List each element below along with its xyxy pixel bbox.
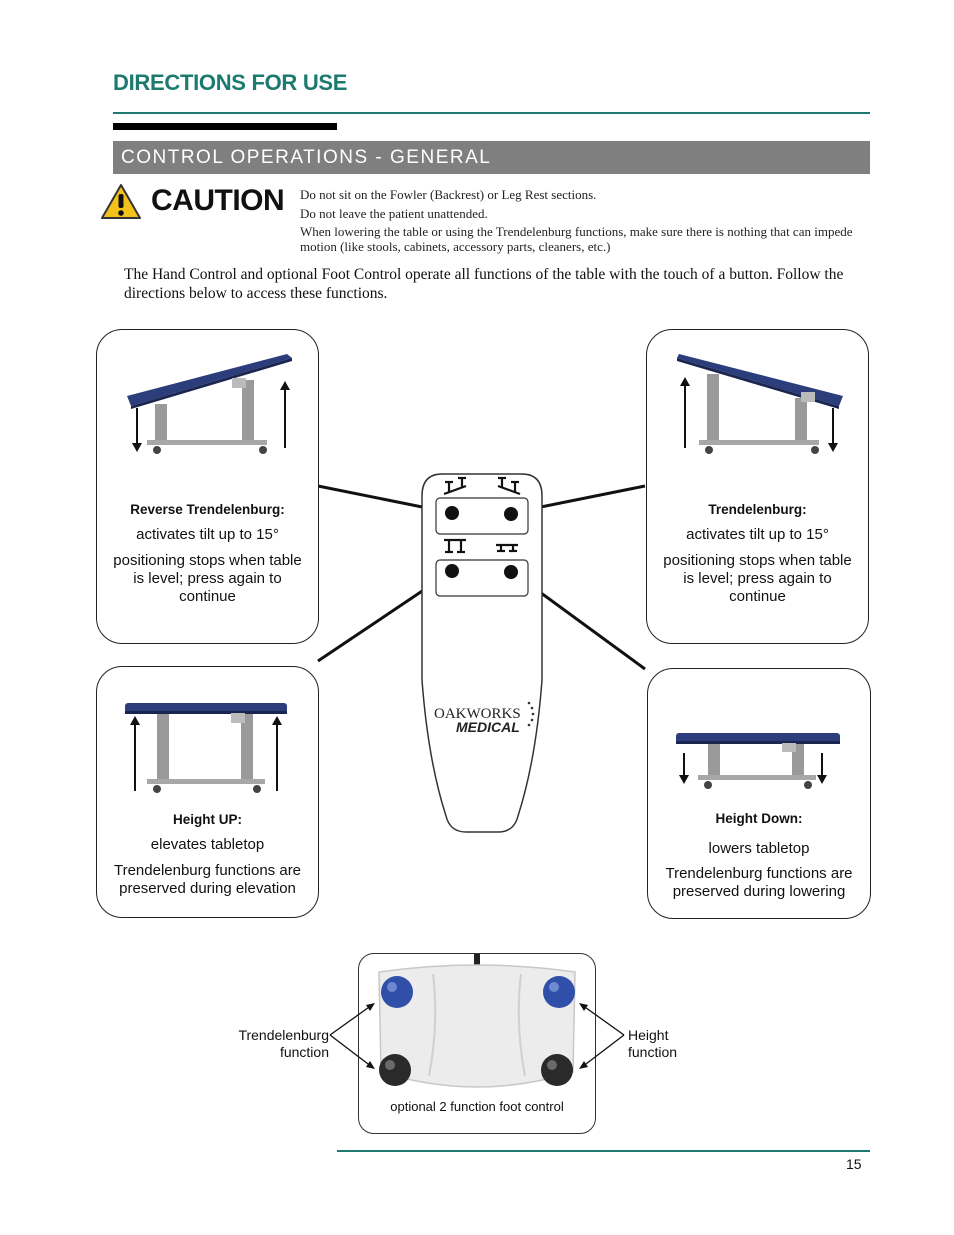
panel-line: lowers tabletop [648,840,870,858]
panel-line: positioning stops when table is level; p… [647,552,868,606]
panel-line: positioning stops when table is level; p… [97,552,318,606]
height-down-button[interactable] [504,565,518,579]
page-number: 15 [846,1156,862,1172]
table-tilt-head-up-image [117,348,307,458]
panel-trendelenburg: Trendelenburg: activates tilt up to 15° … [646,329,869,644]
height-function-label: Height function [628,1027,698,1061]
reverse-trendelenburg-button[interactable] [445,506,459,520]
panel-line: Trendelenburg functions are preserved du… [648,865,870,901]
panel-title: Height Down: [648,811,870,826]
table-tilt-head-down-image [667,348,857,458]
trendelenburg-button[interactable] [504,507,518,521]
panel-line: Trendelenburg functions are preserved du… [97,862,318,898]
height-up-button[interactable] [445,564,459,578]
panel-line: elevates tabletop [97,836,318,854]
panel-height-up: Height UP: elevates tabletop Trendelenbu… [96,666,319,918]
bottom-rule [337,1150,870,1152]
panel-title: Trendelenburg: [647,502,868,517]
panel-line: activates tilt up to 15° [647,526,868,544]
hand-control-remote: OAKWORKS MEDICAL [420,470,544,836]
panel-height-down: Height Down: lowers tabletop Trendelenbu… [647,668,871,919]
table-height-up-image [117,689,307,799]
trendelenburg-function-label: Trendelenburg function [205,1027,329,1061]
foot-label-arrows [320,995,634,1075]
panel-line: activates tilt up to 15° [97,526,318,544]
panel-title: Reverse Trendelenburg: [97,502,318,517]
panel-title: Height UP: [97,812,318,827]
panel-reverse-trendelenburg: Reverse Trendelenburg: activates tilt up… [96,329,319,644]
brand-medical: MEDICAL [456,719,520,735]
table-height-down-image [668,717,858,797]
foot-control-caption: optional 2 function foot control [359,1099,595,1114]
